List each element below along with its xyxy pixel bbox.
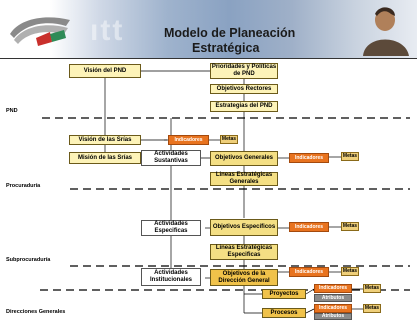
person-icon — [363, 7, 409, 56]
header-divider — [0, 58, 417, 59]
banner-watermark: ıtt — [90, 14, 125, 47]
box-actividades-institucionales: Actividades Institucionales — [141, 268, 201, 286]
box-actividades-especificas: Actividades Especificas — [141, 220, 201, 236]
box-indicadores-especificos: Indicadores — [289, 222, 329, 232]
box-metas-procesos: Metas — [363, 304, 381, 313]
box-mision-srias: Misión de las Srías — [69, 152, 141, 164]
box-actividades-sustantivas: Actividades Sustantivas — [141, 150, 201, 166]
title-line-2: Estratégica — [192, 41, 260, 55]
box-prioridades: Prioridades y Políticas de PND — [210, 63, 278, 79]
box-metas-generales: Metas — [341, 152, 359, 161]
level-label-subprocuraduria: Subprocuraduría — [6, 257, 51, 263]
title-line-1: Modelo de Planeación — [164, 26, 296, 40]
box-estrategias-pnd: Estrategias del PND — [210, 101, 278, 112]
box-metas-direccion: Metas — [341, 267, 359, 276]
box-metas-proyectos: Metas — [363, 284, 381, 293]
box-lineas-especificas: Lineas Estratégicas Especificas — [210, 244, 278, 260]
level-label-pnd: PND — [6, 108, 18, 114]
box-objetivos-direccion: Objetivos de la Dirección General — [210, 269, 278, 286]
level-label-direcciones: Direcciones Generales — [6, 309, 66, 315]
box-vision-srias: Visión de las Srías — [69, 135, 141, 145]
box-atributos-proyectos: Atributos — [314, 294, 352, 302]
box-atributos-procesos: Atributos — [314, 313, 352, 320]
box-indicadores-proyectos: Indicadores — [314, 284, 352, 293]
box-indicadores-generales: Indicadores — [289, 153, 329, 163]
level-label-procuraduria: Procuraduría — [6, 183, 41, 189]
box-indicadores-direccion: Indicadores — [289, 267, 329, 277]
box-vision-pnd: Visión del PND — [69, 64, 141, 78]
box-objetivos-especificos: Objetivos Específicos — [210, 219, 278, 236]
header-banner: ıtt Modelo de Planeación Estratégica — [0, 0, 417, 58]
box-metas-srias: Metas — [220, 135, 238, 144]
box-proyectos: Proyectos — [262, 289, 306, 299]
box-objetivos-generales: Objetivos Generales — [210, 151, 278, 166]
box-indicadores-srias: Indicadores — [168, 135, 209, 145]
box-indicadores-procesos: Indicadores — [314, 304, 352, 313]
box-metas-especificos: Metas — [341, 222, 359, 231]
logo-icon — [10, 17, 70, 46]
box-procesos: Procesos — [262, 308, 306, 318]
box-objetivos-rectores: Objetivos Rectores — [210, 84, 278, 94]
box-lineas-generales: Lineas Estratégicas Generales — [210, 172, 278, 186]
